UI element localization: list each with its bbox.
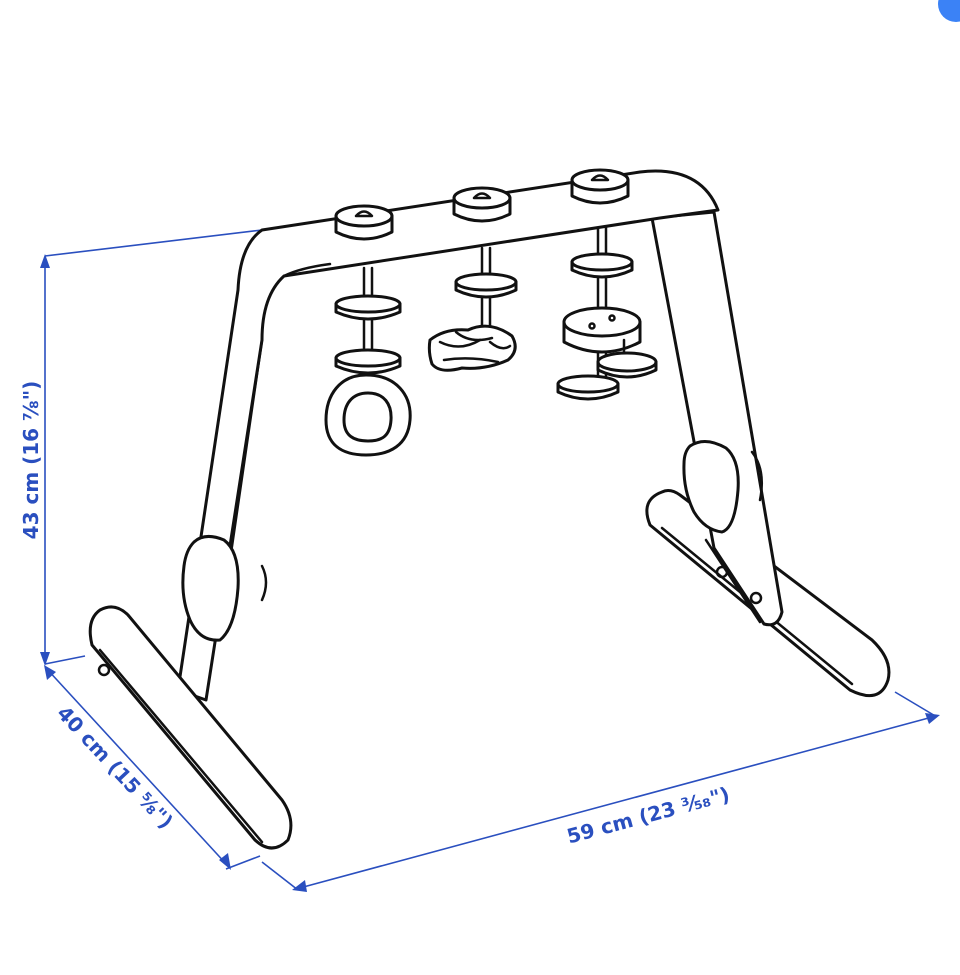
- depth-arrow-bottom: [219, 853, 231, 870]
- arch-frame: [176, 169, 720, 702]
- width-dimension-line: [295, 715, 937, 890]
- left-bumper: [181, 535, 240, 642]
- right-bumper-edge: [750, 450, 763, 502]
- height-extension-bottom: [44, 655, 86, 665]
- left-foot: [88, 605, 293, 850]
- width-extension-right: [894, 691, 938, 718]
- baby-gym-illustration: [88, 168, 891, 850]
- height-dimension: 43 cm (16 ⅞"): [19, 229, 263, 666]
- corner-indicator: [938, 0, 960, 22]
- top-knob-3: [570, 168, 630, 205]
- top-knob-2: [452, 186, 512, 223]
- width-arrow-left: [292, 880, 307, 892]
- height-arrow-bottom: [40, 652, 50, 666]
- hanging-toy-fabric: [427, 246, 518, 372]
- height-arrow-top: [40, 254, 50, 268]
- hanging-toy-discs: [556, 226, 658, 401]
- top-knob-1: [334, 204, 394, 241]
- height-extension-top: [44, 229, 263, 257]
- right-bumper: [682, 440, 740, 534]
- depth-arrow-top: [44, 665, 56, 680]
- depth-dimension-line: [45, 667, 229, 867]
- width-extension-left: [261, 861, 299, 891]
- width-label: 59 cm (23 ⅗₈"): [564, 782, 732, 849]
- width-dimension: 59 cm (23 ⅗₈"): [261, 691, 940, 892]
- hanging-toy-ring: [324, 266, 412, 457]
- right-leg: [650, 210, 784, 627]
- height-label: 43 cm (16 ⅞"): [19, 381, 43, 540]
- depth-extension: [225, 855, 261, 870]
